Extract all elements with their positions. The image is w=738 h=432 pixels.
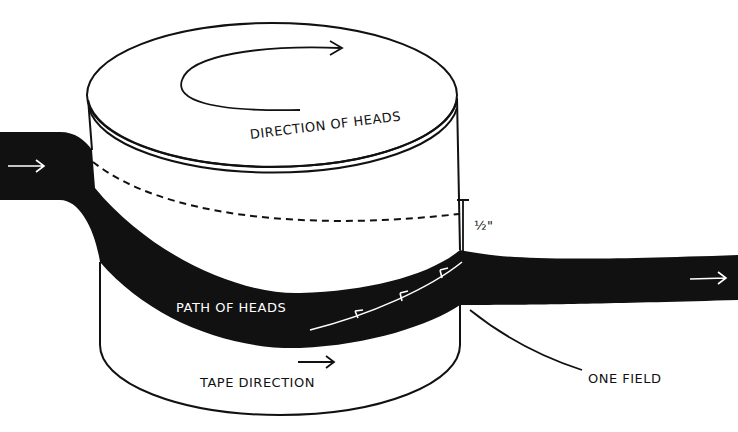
- tape: [0, 132, 738, 348]
- path-arrow: [440, 268, 448, 278]
- tape-arrow: [8, 160, 44, 172]
- rotation-arrow: [181, 47, 340, 110]
- drum-cap: [87, 23, 457, 167]
- path-label: PATH OF HEADS: [176, 301, 286, 315]
- cap-rim: [89, 108, 457, 173]
- head-path-line: [310, 262, 462, 330]
- tape-direction-label: TAPE DIRECTION: [200, 376, 315, 390]
- leader-line: [470, 310, 582, 370]
- tape-arrow: [690, 272, 726, 284]
- arrow-head: [330, 41, 342, 55]
- callout-label: ONE FIELD: [588, 372, 662, 386]
- path-arrow: [355, 310, 363, 318]
- path-arrow: [400, 291, 408, 301]
- head-scan-line: [93, 162, 459, 221]
- dimension-label: ½": [474, 219, 494, 233]
- dimension-bracket: [457, 200, 469, 254]
- tape-direction-arrow: [298, 356, 334, 368]
